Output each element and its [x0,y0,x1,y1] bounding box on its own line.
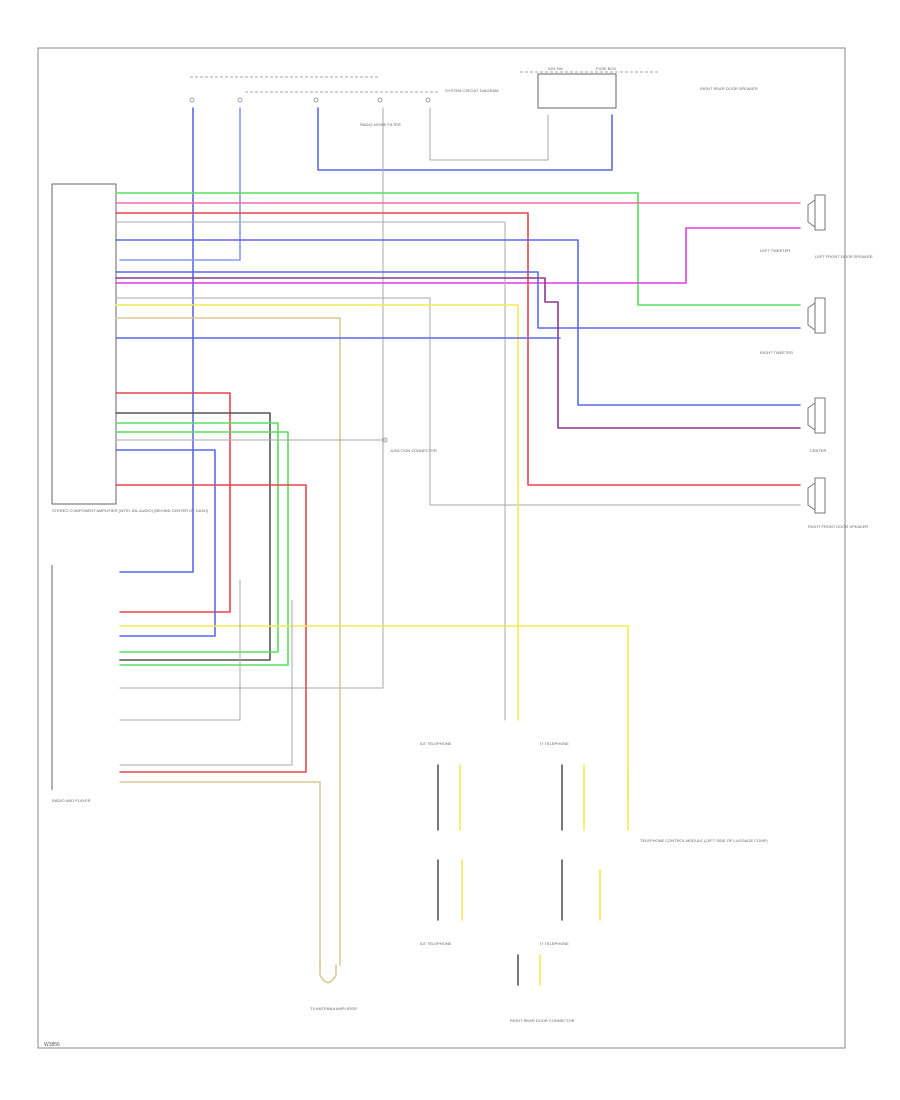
antenna-label: TV ANTENNA AMPLIFIER [310,1006,357,1011]
telephone-area: ILE TELEPHONE IT TELEPHONE TELEPHONE CON… [420,741,768,1023]
blue-wire-center [115,239,801,406]
telephone-right-top: IT TELEPHONE [540,741,569,746]
green-wire-radio-2 [115,431,289,666]
right-rear-connector-label: RIGHT REAR DOOR CONNECTOR [510,1018,575,1023]
tan-wire-antenna-2 [119,781,321,966]
blue-wire-c [317,107,613,171]
antenna-area: TV ANTENNA AMPLIFIER [310,964,357,1011]
radio-unit-label: RADIO AND PLAYER [52,798,91,803]
telephone-left-top: ILE TELEPHONE [420,741,452,746]
left-front-speaker-icon [807,194,826,231]
switch-terminal-5 [425,97,431,103]
left-tweeter-label: LEFT TWEETER [760,248,790,253]
red-wire-right-rear [115,212,801,486]
center-speaker: CENTER [807,397,827,453]
grey-wire-radio-short [119,579,241,721]
relay-note: IGN SW [548,66,563,71]
right-front-speaker: RIGHT TWEETER [760,297,826,355]
junction-point [382,437,388,443]
left-front-speaker: LEFT TWEETER LEFT FRONT DOOR SPEAKER [760,194,873,259]
switch-terminal-2 [237,97,243,103]
telephone-left-bottom: ILE TELEPHONE [420,941,452,946]
left-front-speaker-label: LEFT FRONT DOOR SPEAKER [815,254,873,259]
antenna-loop [319,964,337,984]
telephone-right-bottom: IT TELEPHONE [540,941,569,946]
yellow-wire-telephone [115,304,519,721]
right-front-speaker-label: RIGHT FRONT DOOR SPEAKER [808,524,868,529]
footer-code: W3856 [44,1042,60,1048]
grey-wire-telephone [115,221,506,721]
center-speaker-icon [807,397,826,434]
grey-wire-a [119,107,384,689]
magenta-wire-left-tweeter [115,227,801,284]
center-speaker-label: CENTER [810,448,827,453]
right-rear-door-label: RIGHT REAR DOOR SPEAKER [700,86,758,91]
switch-terminal-3 [313,97,319,103]
green-wire-radio-1 [115,422,279,653]
right-tweeter-speaker-icon [807,297,826,334]
grey-wire-b [429,107,549,161]
right-rear-speaker-icon [807,477,826,514]
yellow-wire-telephone-module [119,625,629,801]
grey-wire-radio-short-2 [119,599,293,766]
stereo-unit-label: STEREO COMPONENT AMPLIFIER (WITH JBL AUD… [52,508,209,513]
blue-wire-right-tweeter [115,271,801,329]
fuse-box-label: SYSTEM CIRCUIT DIAGRAM [445,88,499,93]
diagram-frame [37,47,846,1049]
relay-note-2: FUSE BOX [596,66,617,71]
red-wire-radio-1 [115,392,231,613]
junction-connector-label: JUNCTION CONNECTOR [390,448,437,453]
relay-box [537,73,617,109]
right-tweeter-label: RIGHT TWEETER [760,350,793,355]
power-source-label: RADIO NOISE FILTER [360,122,401,127]
top-switch-group: IGN SW FUSE BOX SYSTEM CIRCUIT DIAGRAM [189,66,660,109]
green-wire-right-tweeter [115,192,801,306]
switch-terminal-4 [377,97,383,103]
tan-wire-antenna [115,317,341,966]
blue-wire-a [119,107,194,573]
grey-wire-right-rear [115,297,801,506]
purple-wire-center [115,277,801,429]
dark-wire-radio [115,412,271,661]
telephone-module-label: TELEPHONE CONTROL MODULE (LEFT SIDE OF L… [640,838,768,843]
right-rear-speaker: RIGHT FRONT DOOR SPEAKER [807,477,868,529]
switch-terminal-1 [189,97,195,103]
blue-wire-radio [115,449,216,637]
blue-wire-b [119,107,241,261]
red-wire-radio-2 [115,484,307,773]
stereo-amplifier-box [51,183,117,505]
